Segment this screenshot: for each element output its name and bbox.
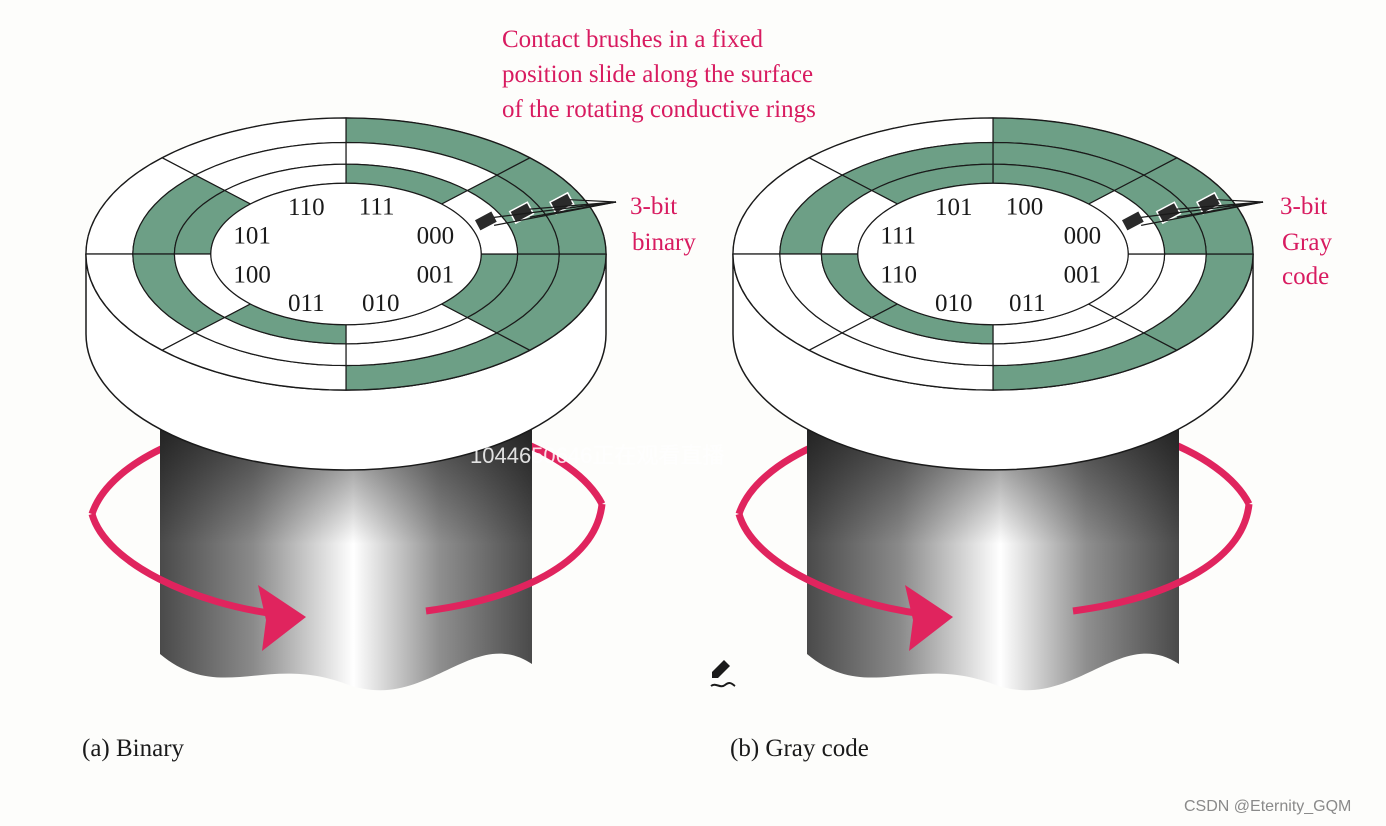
contact-brushes bbox=[1119, 191, 1264, 233]
contact-brushes bbox=[472, 191, 617, 233]
code-labels: 000 111 110 101 100 011 010 001 bbox=[233, 193, 454, 317]
type-label-line: 3-bit bbox=[630, 193, 677, 220]
arrow-arc-front bbox=[735, 512, 924, 618]
code-label: 001 bbox=[417, 261, 455, 288]
watermark: CSDN @Eternity_GQM bbox=[1184, 798, 1351, 815]
arrow-arc-front bbox=[425, 503, 606, 615]
code-label: 111 bbox=[359, 193, 395, 220]
annotation: Contact brushes in a fixed position slid… bbox=[502, 26, 816, 123]
brush-lead bbox=[570, 199, 617, 203]
code-label: 100 bbox=[1006, 193, 1044, 220]
encoder-type-label: 3-bit binary bbox=[630, 193, 696, 256]
encoder-caption: (b) Gray code bbox=[730, 735, 869, 762]
code-label: 100 bbox=[233, 261, 271, 288]
contact-brush bbox=[508, 201, 535, 225]
brush-lead bbox=[493, 201, 617, 226]
disk-hole bbox=[210, 182, 482, 326]
type-label-line: 3-bit bbox=[1280, 193, 1327, 220]
disk-top bbox=[85, 117, 607, 391]
encoder-type-label: 3-bit Gray code bbox=[1280, 193, 1332, 290]
rotation-arrow-front bbox=[88, 503, 606, 651]
binary-encoder: 000 111 110 101 100 011 010 001 3-bit bi… bbox=[82, 117, 696, 762]
contact-brush bbox=[472, 209, 499, 233]
pen-icon[interactable] bbox=[710, 660, 736, 688]
brush-lead bbox=[1176, 201, 1264, 210]
viewer-overlay-text: 1044650646正在观看直播 bbox=[470, 443, 724, 468]
gray-code-encoder: 000 100 101 111 110 010 011 001 3-bit Gr… bbox=[730, 117, 1332, 762]
type-label-line: binary bbox=[632, 229, 696, 256]
code-label: 011 bbox=[288, 290, 325, 317]
rotation-arrow-front bbox=[735, 503, 1253, 651]
arrow-arc-front bbox=[1072, 503, 1253, 615]
code-label: 001 bbox=[1064, 261, 1102, 288]
disk-hole bbox=[857, 182, 1129, 326]
contact-brush bbox=[1119, 209, 1146, 233]
arrow-head bbox=[258, 585, 306, 651]
brush-lead bbox=[1141, 201, 1264, 218]
code-label: 101 bbox=[935, 194, 973, 221]
code-label: 000 bbox=[1064, 223, 1102, 250]
brush-lead bbox=[529, 201, 617, 210]
type-label-line: code bbox=[1282, 263, 1329, 290]
annotation-line: position slide along the surface bbox=[502, 61, 813, 88]
encoder-shaft bbox=[160, 424, 532, 691]
brush-lead bbox=[494, 201, 617, 218]
type-label-line: Gray bbox=[1282, 229, 1332, 256]
brush-lead bbox=[1217, 199, 1264, 203]
disk-top bbox=[732, 117, 1254, 391]
contact-brush bbox=[1155, 201, 1182, 225]
arrow-head bbox=[905, 585, 953, 651]
annotation-line: of the rotating conductive rings bbox=[502, 96, 816, 123]
annotation-line: Contact brushes in a fixed bbox=[502, 26, 764, 53]
code-label: 101 bbox=[233, 223, 271, 250]
code-label: 111 bbox=[880, 223, 916, 250]
code-label: 010 bbox=[935, 290, 973, 317]
arrow-arc-front bbox=[88, 512, 277, 618]
code-label: 110 bbox=[880, 261, 917, 288]
brush-lead bbox=[1140, 201, 1264, 226]
code-label: 000 bbox=[417, 223, 455, 250]
code-labels: 000 100 101 111 110 010 011 001 bbox=[880, 193, 1101, 317]
code-label: 011 bbox=[1009, 290, 1046, 317]
code-label: 010 bbox=[362, 290, 400, 317]
code-label: 110 bbox=[288, 194, 325, 221]
encoder-caption: (a) Binary bbox=[82, 735, 185, 762]
